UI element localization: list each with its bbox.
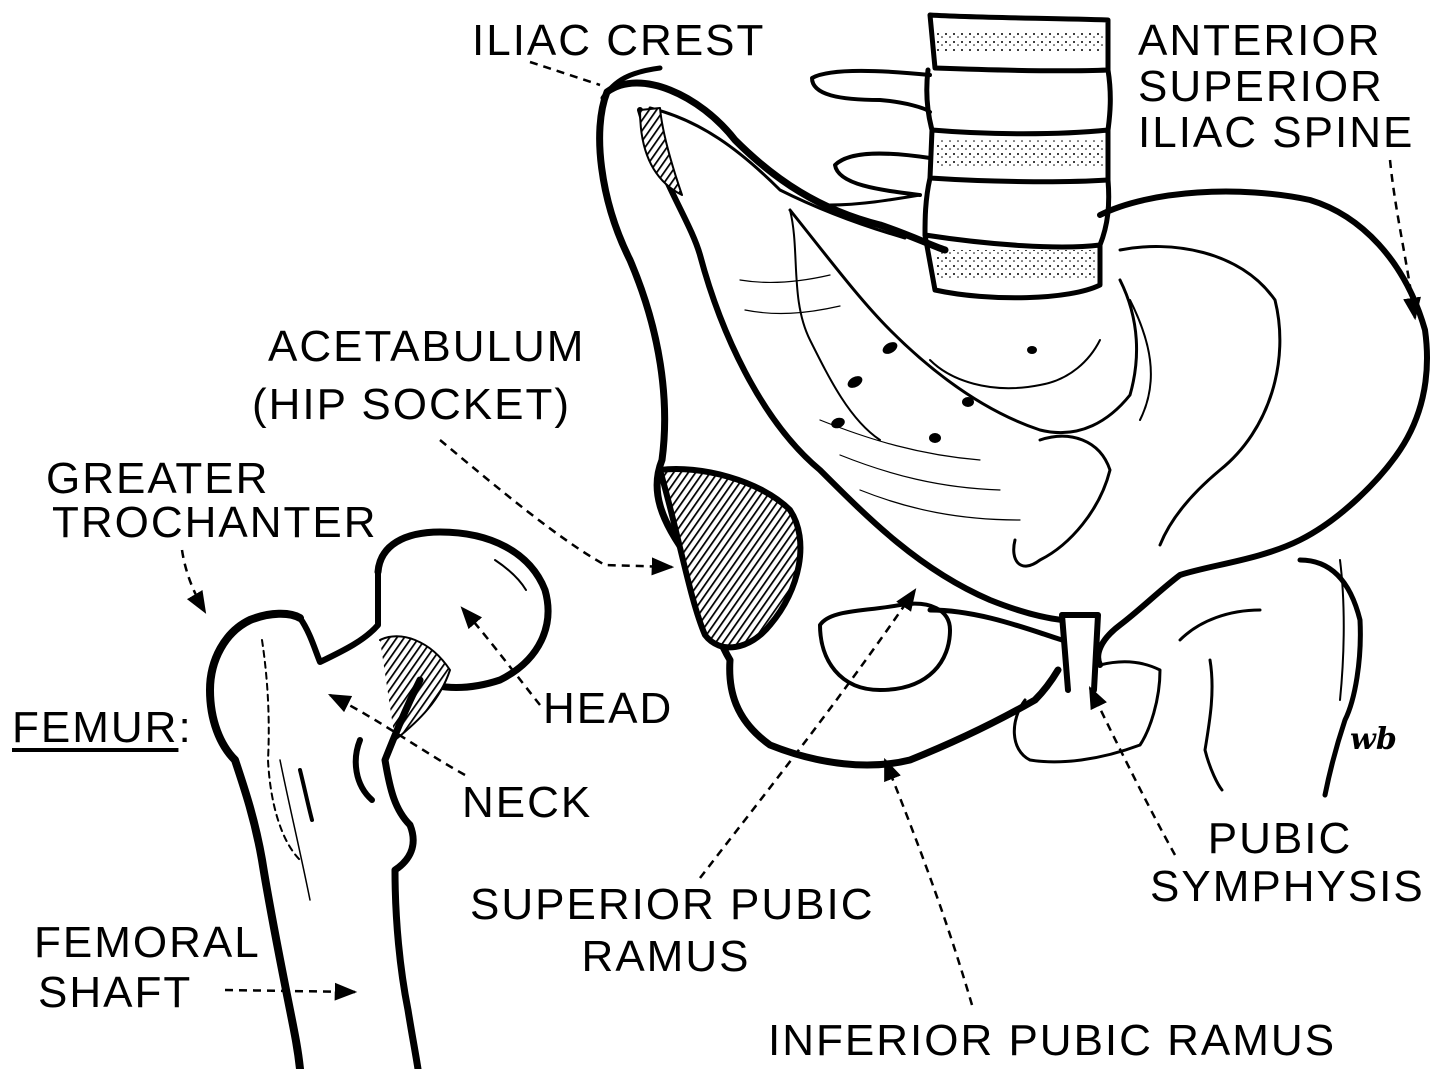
label-greater-trochanter-line-1: GREATER [46,456,269,502]
label-inferior-pubic-ramus: INFERIOR PUBIC RAMUS [768,1018,1336,1064]
pubic-rami [820,604,950,690]
label-acetabulum-line-1: ACETABULUM [268,324,585,370]
arrow-acetabulum [440,440,672,567]
arrow-inferior-pubic-ramus [885,760,972,1005]
femur-title-text: FEMUR [12,703,178,752]
artist-signature: wb [1350,722,1397,757]
label-acetabulum-line-2: (HIP SOCKET) [252,382,571,428]
label-iliac-crest: ILIAC CREST [472,18,765,64]
label-pubic-symphysis-line-2: SYMPHYSIS [1150,864,1410,910]
label-femur-title: FEMUR: [12,705,193,751]
label-pubic-symphysis-line-1: PUBIC [1150,816,1410,862]
femur-title-colon: : [178,703,192,752]
label-superior-pubic-ramus-line-1: SUPERIOR PUBIC [470,882,862,928]
label-asis-line-3: ILIAC SPINE [1138,110,1414,156]
label-asis-line-1: ANTERIOR [1138,18,1381,64]
arrow-iliac-crest [530,62,600,85]
acetabulum-socket [660,469,800,647]
pubic-symphysis-joint [1062,615,1098,690]
label-superior-pubic-ramus-line-2: RAMUS [470,934,862,980]
label-asis-line-2: SUPERIOR [1138,64,1384,110]
label-neck: NECK [462,780,592,826]
label-greater-trochanter-line-2: TROCHANTER [52,500,378,546]
label-femoral-shaft-line-2: SHAFT [38,970,192,1016]
arrow-greater-trochanter [182,550,205,612]
left-ilium-outline [1098,192,1427,665]
label-femoral-shaft-line-1: FEMORAL [34,920,261,966]
label-head: HEAD [543,686,673,732]
